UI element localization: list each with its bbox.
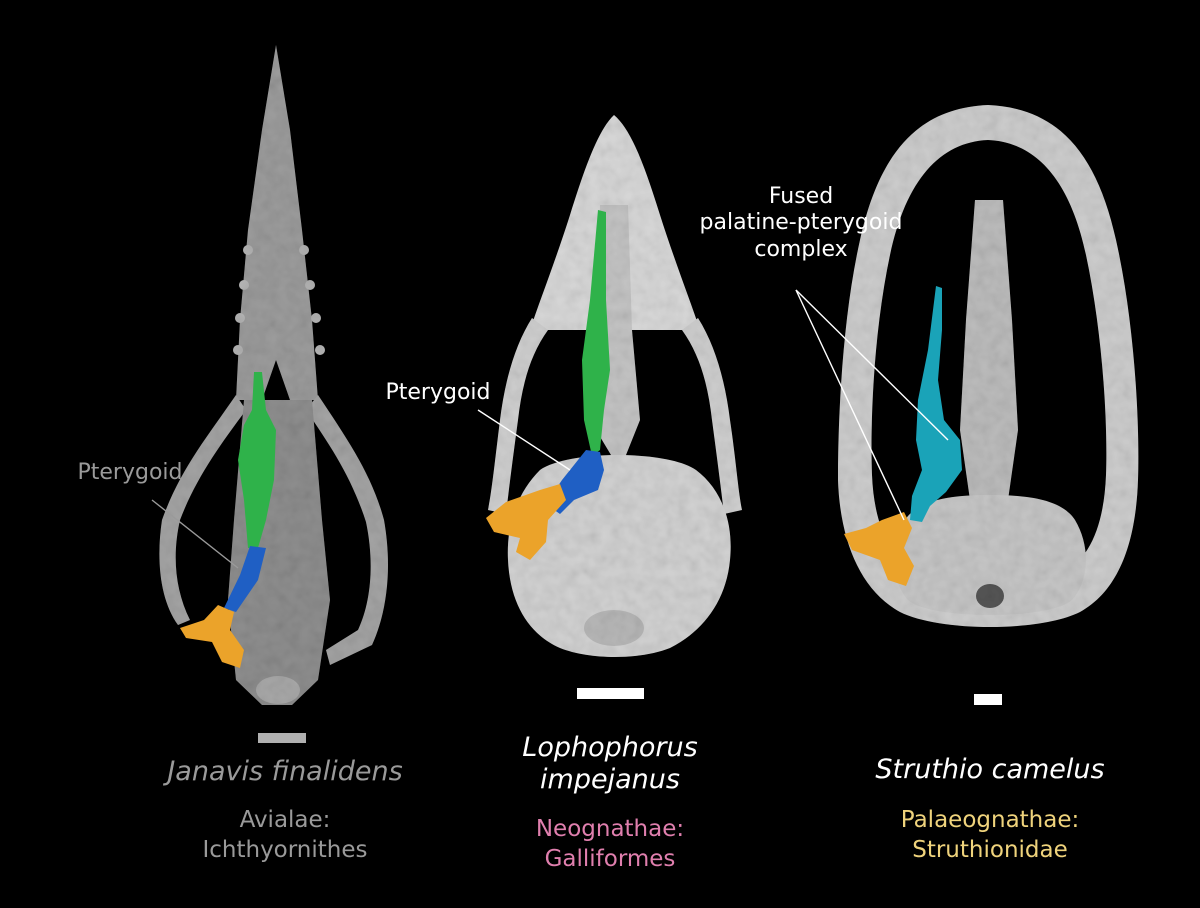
lophophorus-species-line-2: impejanus [540,764,680,796]
leader-lines [151,289,949,569]
lophophorus-species-line-1: Lophophorus [522,732,698,763]
janavis-right-arch [306,395,388,665]
struthio-braincase [894,495,1086,615]
janavis-skull [159,45,388,705]
janavis-pterygoid-callout: Pterygoid [77,460,183,485]
struthio-palate [960,200,1018,500]
struthio-complex-leader-a [795,289,949,441]
lophophorus-species-name: Lophophorus impejanus [470,732,750,797]
janavis-taxon-line-2: Ichthyornithes [202,836,368,863]
struthio-bill [838,105,1139,627]
lophophorus-pterygoid-callout: Pterygoid [385,380,491,405]
janavis-quadrate [180,605,244,668]
lophophorus-taxon-line-2: Galliformes [544,845,676,872]
janavis-palatine [238,372,276,548]
struthio-complex-callout: Fused palatine-pterygoid complex [686,184,916,263]
struthio-complex-leader-b [795,289,905,521]
janavis-occipital [256,676,300,704]
janavis-rostrum [236,45,318,400]
struthio-fused-complex [910,286,962,522]
lophophorus-occipital [584,610,644,646]
struthio-foramen [976,584,1004,608]
janavis-taxon: Avialae: Ichthyornithes [170,806,400,866]
lophophorus-taxon: Neognathae: Galliformes [490,815,730,875]
struthio-callout-line-3: complex [754,236,848,262]
struthio-callout-line-2: palatine-pterygoid [699,210,903,236]
lophophorus-scale-bar [577,688,644,699]
lophophorus-taxon-line-1: Neognathae: [535,816,685,842]
lophophorus-left-arch [488,318,548,514]
struthio-taxon: Palaeognathae: Struthionidae [860,806,1120,866]
lophophorus-rostral-bar [596,205,640,470]
janavis-scale-bar [258,733,306,743]
janavis-species-name: Janavis finalidens [167,756,403,787]
struthio-skull [838,105,1139,627]
lophophorus-quadrate [486,484,566,560]
lophophorus-right-arch [682,318,742,514]
janavis-left-arch [159,395,246,625]
struthio-callout-line-1: Fused [768,184,834,209]
janavis-teeth [233,245,325,355]
janavis-pterygoid-leader [151,499,239,569]
struthio-taxon-line-1: Palaeognathae: [900,807,1080,833]
struthio-species-name: Struthio camelus [875,754,1105,785]
lophophorus-pterygoid-leader [477,409,571,471]
struthio-scale-bar [974,694,1002,705]
lophophorus-palatine [582,210,610,456]
struthio-taxon-line-2: Struthionidae [912,836,1068,863]
janavis-pterygoid [224,546,266,612]
struthio-quadrate [844,512,914,586]
janavis-taxon-line-1: Avialae: [239,807,331,833]
